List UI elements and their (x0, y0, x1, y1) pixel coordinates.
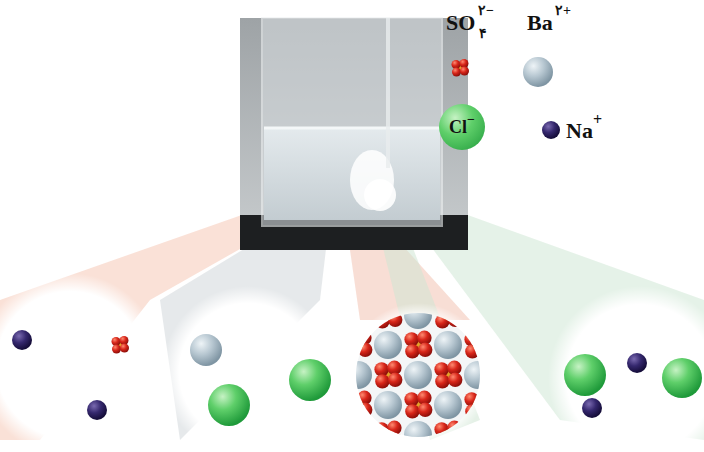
pipette (386, 18, 390, 168)
sulfate-ion (404, 391, 432, 419)
ion-formula: SO (446, 12, 475, 34)
sulfate-ion (404, 271, 432, 299)
lattice-ground (356, 313, 480, 437)
barium-ion (494, 391, 522, 419)
barium-ion (374, 271, 402, 299)
chloride-ion (208, 384, 250, 426)
chloride-ion (564, 354, 606, 396)
barium-ion (434, 331, 462, 359)
sulfate-ion (434, 301, 462, 329)
ions-middle (190, 334, 331, 426)
zoom-circle (548, 286, 704, 452)
barium-ion (494, 271, 522, 299)
sulfate-ion (344, 451, 372, 452)
sulfate-ion (344, 331, 372, 359)
barium-ion (494, 331, 522, 359)
barium-ion (314, 391, 342, 419)
barium-ion (464, 421, 492, 449)
chloride-ion (662, 358, 702, 398)
sulfate-ion (434, 421, 462, 449)
sodium-ion (582, 398, 602, 418)
precipitate-cloud (364, 179, 396, 211)
legend-icons (452, 57, 561, 139)
barium-ion (374, 451, 402, 452)
beaker-glass (262, 18, 442, 226)
charge: + (593, 112, 602, 128)
barium-ion (404, 301, 432, 329)
barium-sulfate-lattice (314, 271, 522, 452)
sulfate-ion (494, 421, 522, 449)
barium-ion (434, 451, 462, 452)
sulfate-ion (434, 361, 462, 389)
sulfate-ion (464, 391, 492, 419)
photo-ground (240, 18, 468, 250)
sulfate-ion (112, 336, 130, 354)
ion-formula: Ba (527, 12, 553, 34)
beaker-photo (240, 18, 468, 250)
barium-icon (523, 57, 553, 87)
solution (264, 128, 440, 220)
barium-ion (314, 451, 342, 452)
sulfate-ion (314, 421, 342, 449)
sulfate-ion (404, 451, 432, 452)
ions-right (564, 353, 702, 418)
sulfate-ion (314, 301, 342, 329)
barium-ion (190, 334, 222, 366)
sulfate-ion (494, 301, 522, 329)
barium-ion (344, 361, 372, 389)
ions-left (12, 330, 129, 420)
ion-formula: Cl (449, 118, 467, 136)
barium-ion (494, 451, 522, 452)
barium-ion (404, 361, 432, 389)
barium-ion (464, 301, 492, 329)
sodium-ion (87, 400, 107, 420)
charge: ۲+ (555, 4, 571, 18)
chloride-ion (289, 359, 331, 401)
charge: ۲− (478, 4, 494, 18)
barium-ion (344, 301, 372, 329)
zoom-circles (0, 273, 704, 452)
barium-ion (314, 331, 342, 359)
zoom-circle (0, 273, 162, 452)
zoom-circle (162, 286, 334, 452)
sulfate-ion (344, 391, 372, 419)
chloride-ion-circle: Cl− (439, 104, 485, 150)
sulfate-ion (374, 301, 402, 329)
sulfate-ion (374, 361, 402, 389)
sulfate-ion (344, 271, 372, 299)
sodium-icon (542, 121, 560, 139)
charge: − (467, 113, 475, 127)
barium-ion (344, 421, 372, 449)
sulfate-ion (404, 331, 432, 359)
sodium-ion (627, 353, 647, 373)
sulfate-ion (314, 361, 342, 389)
barium-ion (404, 421, 432, 449)
sulfate-ion (464, 331, 492, 359)
sulfate-ion (494, 361, 522, 389)
liquid-surface (264, 127, 440, 130)
barium-ion (314, 271, 342, 299)
sodium-ion (12, 330, 32, 350)
barium-ion (374, 331, 402, 359)
sulfate-icon (452, 59, 470, 77)
barium-ion (464, 361, 492, 389)
sulfate-ion (374, 421, 402, 449)
subscript: ۴ (479, 27, 487, 41)
barium-ion (434, 391, 462, 419)
sulfate-ion (464, 451, 492, 452)
sulfate-ion (464, 271, 492, 299)
ion-formula: Na (566, 120, 593, 142)
barium-ion (434, 271, 462, 299)
barium-ion (374, 391, 402, 419)
